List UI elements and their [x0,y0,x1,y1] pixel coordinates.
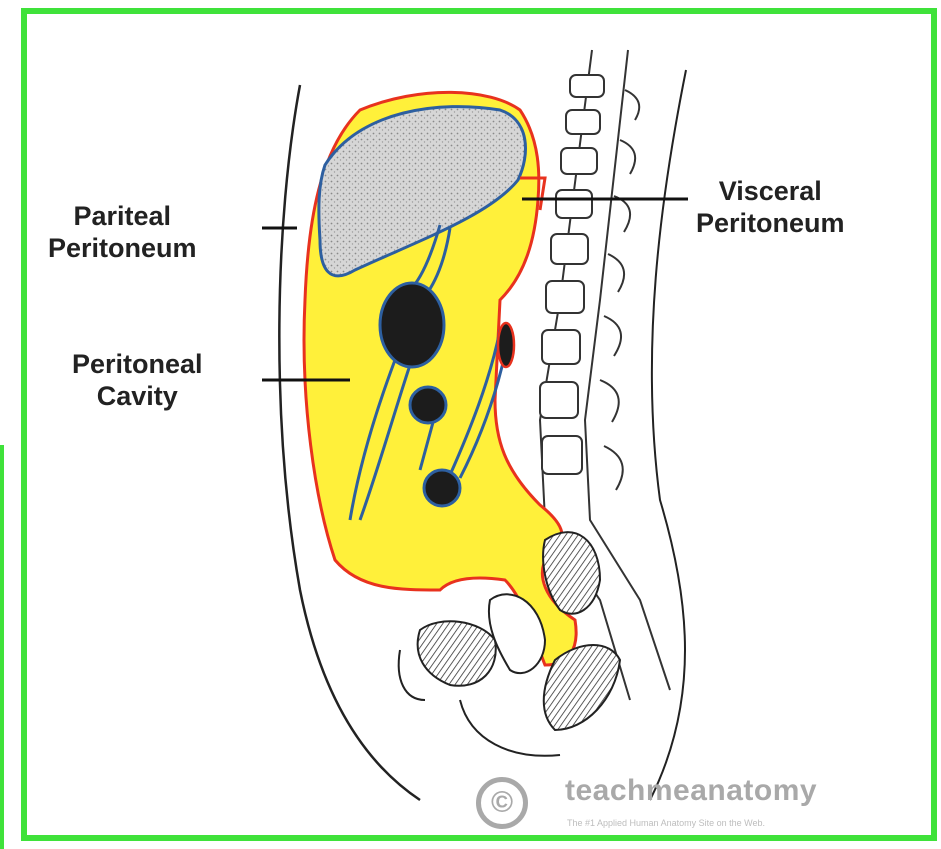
label-visceral-peritoneum: Visceral Peritoneum [696,175,845,239]
label-visceral-line2: Peritoneum [696,207,845,239]
bowel-loop-middle [410,387,446,423]
label-visceral-line1: Visceral [696,175,845,207]
watermark-tagline: The #1 Applied Human Anatomy Site on the… [567,818,765,828]
label-cavity-line1: Peritoneal [72,348,203,380]
label-cavity-line2: Cavity [72,380,203,412]
copyright-icon: © [476,777,528,829]
back-outline [650,70,686,800]
label-peritoneal-cavity: Peritoneal Cavity [72,348,203,412]
label-parietal-line1: Pariteal [48,200,197,232]
label-parietal-line2: Peritoneum [48,232,197,264]
bladder [418,621,496,685]
watermark-brand: teachmeanatomy [565,774,817,808]
bowel-loop-upper [380,283,444,367]
kidney [498,323,514,367]
label-parietal-peritoneum: Pariteal Peritoneum [48,200,197,264]
bowel-loop-lower [424,470,460,506]
